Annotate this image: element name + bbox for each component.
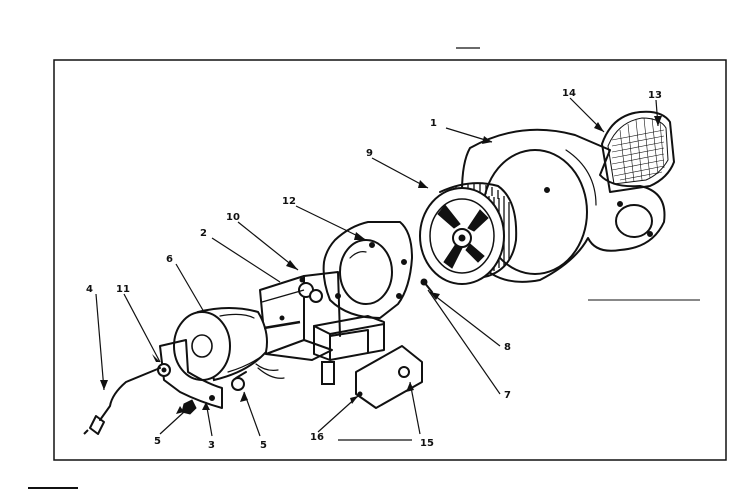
mount-plate: [157, 339, 223, 409]
callout-5-screw: 5: [260, 440, 267, 451]
leader-12: [295, 205, 367, 241]
housing-cover: [322, 221, 413, 319]
cover-plate: [355, 345, 423, 409]
screw: [231, 371, 247, 391]
callout-9: 9: [366, 148, 373, 159]
leader-7: [427, 289, 501, 395]
callout-10: 10: [226, 212, 240, 223]
callout-14: 14: [562, 88, 576, 99]
callout-3: 3: [208, 440, 215, 451]
blower-wheel: [419, 182, 518, 285]
callout-6: 6: [166, 254, 173, 265]
callout-7: 7: [504, 390, 511, 401]
leader-5a: [159, 411, 185, 435]
leader-6: [175, 263, 205, 313]
diagram-frame: [53, 59, 727, 461]
leader-8: [429, 291, 501, 347]
callout-4: 4: [86, 284, 93, 295]
nut: [181, 399, 197, 415]
screw-7: [420, 278, 433, 293]
arrowheads: [100, 116, 662, 414]
callout-15: 15: [420, 438, 434, 449]
leader-9: [371, 157, 429, 189]
callout-16: 16: [310, 432, 324, 443]
callout-5-nut: 5: [154, 436, 161, 447]
leader-11: [123, 293, 161, 363]
callout-11: 11: [116, 284, 130, 295]
leader-4: [95, 293, 105, 391]
screen-flange: [601, 110, 675, 193]
callout-12: 12: [282, 196, 296, 207]
leader-15: [409, 381, 421, 435]
leader-10: [237, 221, 299, 271]
leader-2: [211, 237, 281, 283]
callout-1: 1: [430, 118, 437, 129]
power-cord: [83, 367, 161, 435]
callout-8: 8: [504, 342, 511, 353]
callout-13: 13: [648, 90, 662, 101]
callout-2: 2: [200, 228, 207, 239]
junction-box: [313, 315, 385, 385]
motor-bracket: [259, 271, 341, 361]
